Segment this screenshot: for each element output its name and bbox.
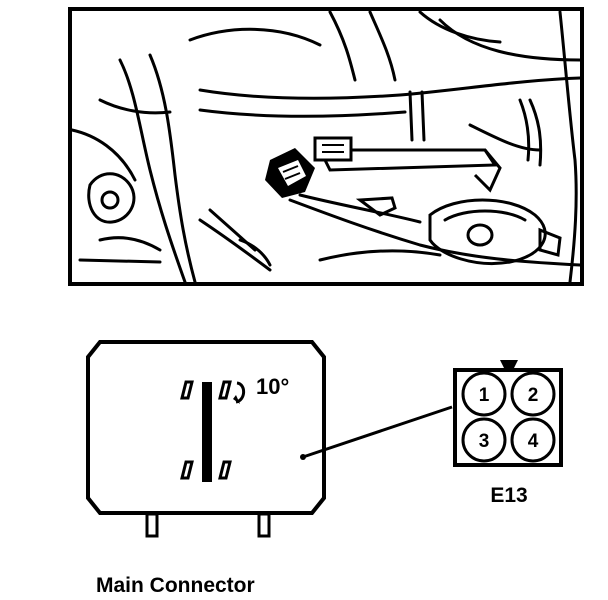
engine-bay-illustration (68, 7, 584, 286)
pin-number-4: 4 (528, 431, 539, 452)
connector-pin-circles (461, 371, 556, 463)
terminal-slot-top-left (180, 380, 194, 400)
main-connector-diagram: 10° Main Connector (86, 340, 326, 597)
connector-e13-diagram: 1 2 3 4 E13 (453, 360, 563, 507)
pin-circle-4 (510, 417, 556, 463)
terminal-slots (180, 380, 232, 480)
relay-tab-right (257, 512, 271, 538)
relay-tab-left (145, 512, 159, 538)
rotation-arrowhead-icon (233, 395, 240, 404)
pin-circle-3 (461, 417, 507, 463)
terminal-slot-bottom-right (218, 460, 232, 480)
angle-label: 10° (256, 374, 289, 399)
main-connector-caption: Main Connector (96, 574, 255, 597)
pin-number-1: 1 (479, 385, 490, 406)
pin-number-2: 2 (528, 385, 539, 406)
connector-e13-photo (265, 148, 315, 198)
relay-bracket (313, 136, 502, 193)
hoses (70, 10, 582, 284)
terminal-slot-bottom-left (180, 460, 194, 480)
leader-line-dot (300, 454, 306, 460)
pin-number-3: 3 (479, 431, 490, 452)
connector-code-label: E13 (490, 484, 527, 507)
connector-latch-icon (500, 360, 518, 370)
pin-circle-1 (461, 371, 507, 417)
center-terminal (202, 382, 212, 482)
leader-line (302, 405, 453, 459)
pin-circle-2 (510, 371, 556, 417)
terminal-slot-top-right (218, 380, 232, 400)
